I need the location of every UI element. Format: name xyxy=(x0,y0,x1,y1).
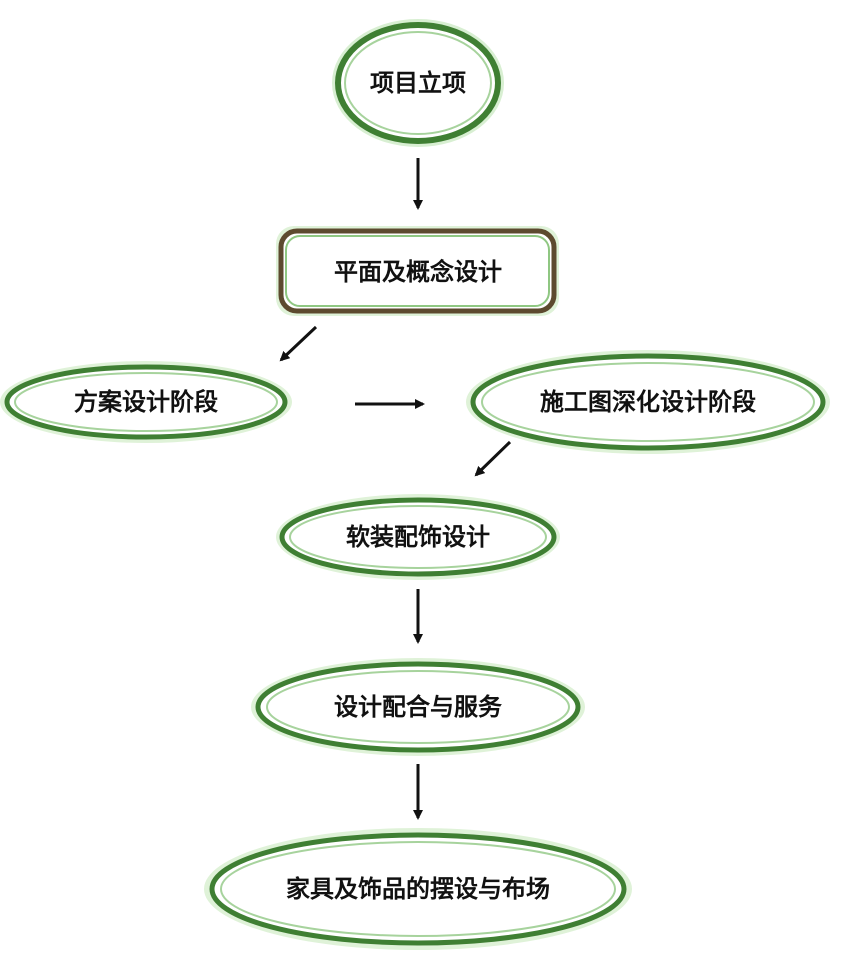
node-label: 家具及饰品的摆设与布场 xyxy=(286,875,550,903)
node-scheme-design-stage: 方案设计阶段 xyxy=(0,361,292,443)
node-project-initiation: 项目立项 xyxy=(332,19,504,147)
node-soft-furnishing-design: 软装配饰设计 xyxy=(276,494,560,580)
arrow-diagonal-left xyxy=(279,325,318,362)
node-label: 方案设计阶段 xyxy=(74,388,218,416)
node-label: 项目立项 xyxy=(370,69,466,97)
node-label: 软装配饰设计 xyxy=(346,523,490,551)
node-label: 平面及概念设计 xyxy=(334,258,502,286)
node-furniture-layout-arrangement: 家具及饰品的摆设与布场 xyxy=(204,828,632,950)
arrow-diagonal-left xyxy=(474,440,512,477)
node-design-coordination-service: 设计配合与服务 xyxy=(251,658,585,756)
node-label: 施工图深化设计阶段 xyxy=(540,388,756,416)
node-construction-drawing-stage: 施工图深化设计阶段 xyxy=(466,350,830,454)
node-label: 设计配合与服务 xyxy=(334,693,503,721)
node-plan-concept-design: 平面及概念设计 xyxy=(276,226,559,316)
